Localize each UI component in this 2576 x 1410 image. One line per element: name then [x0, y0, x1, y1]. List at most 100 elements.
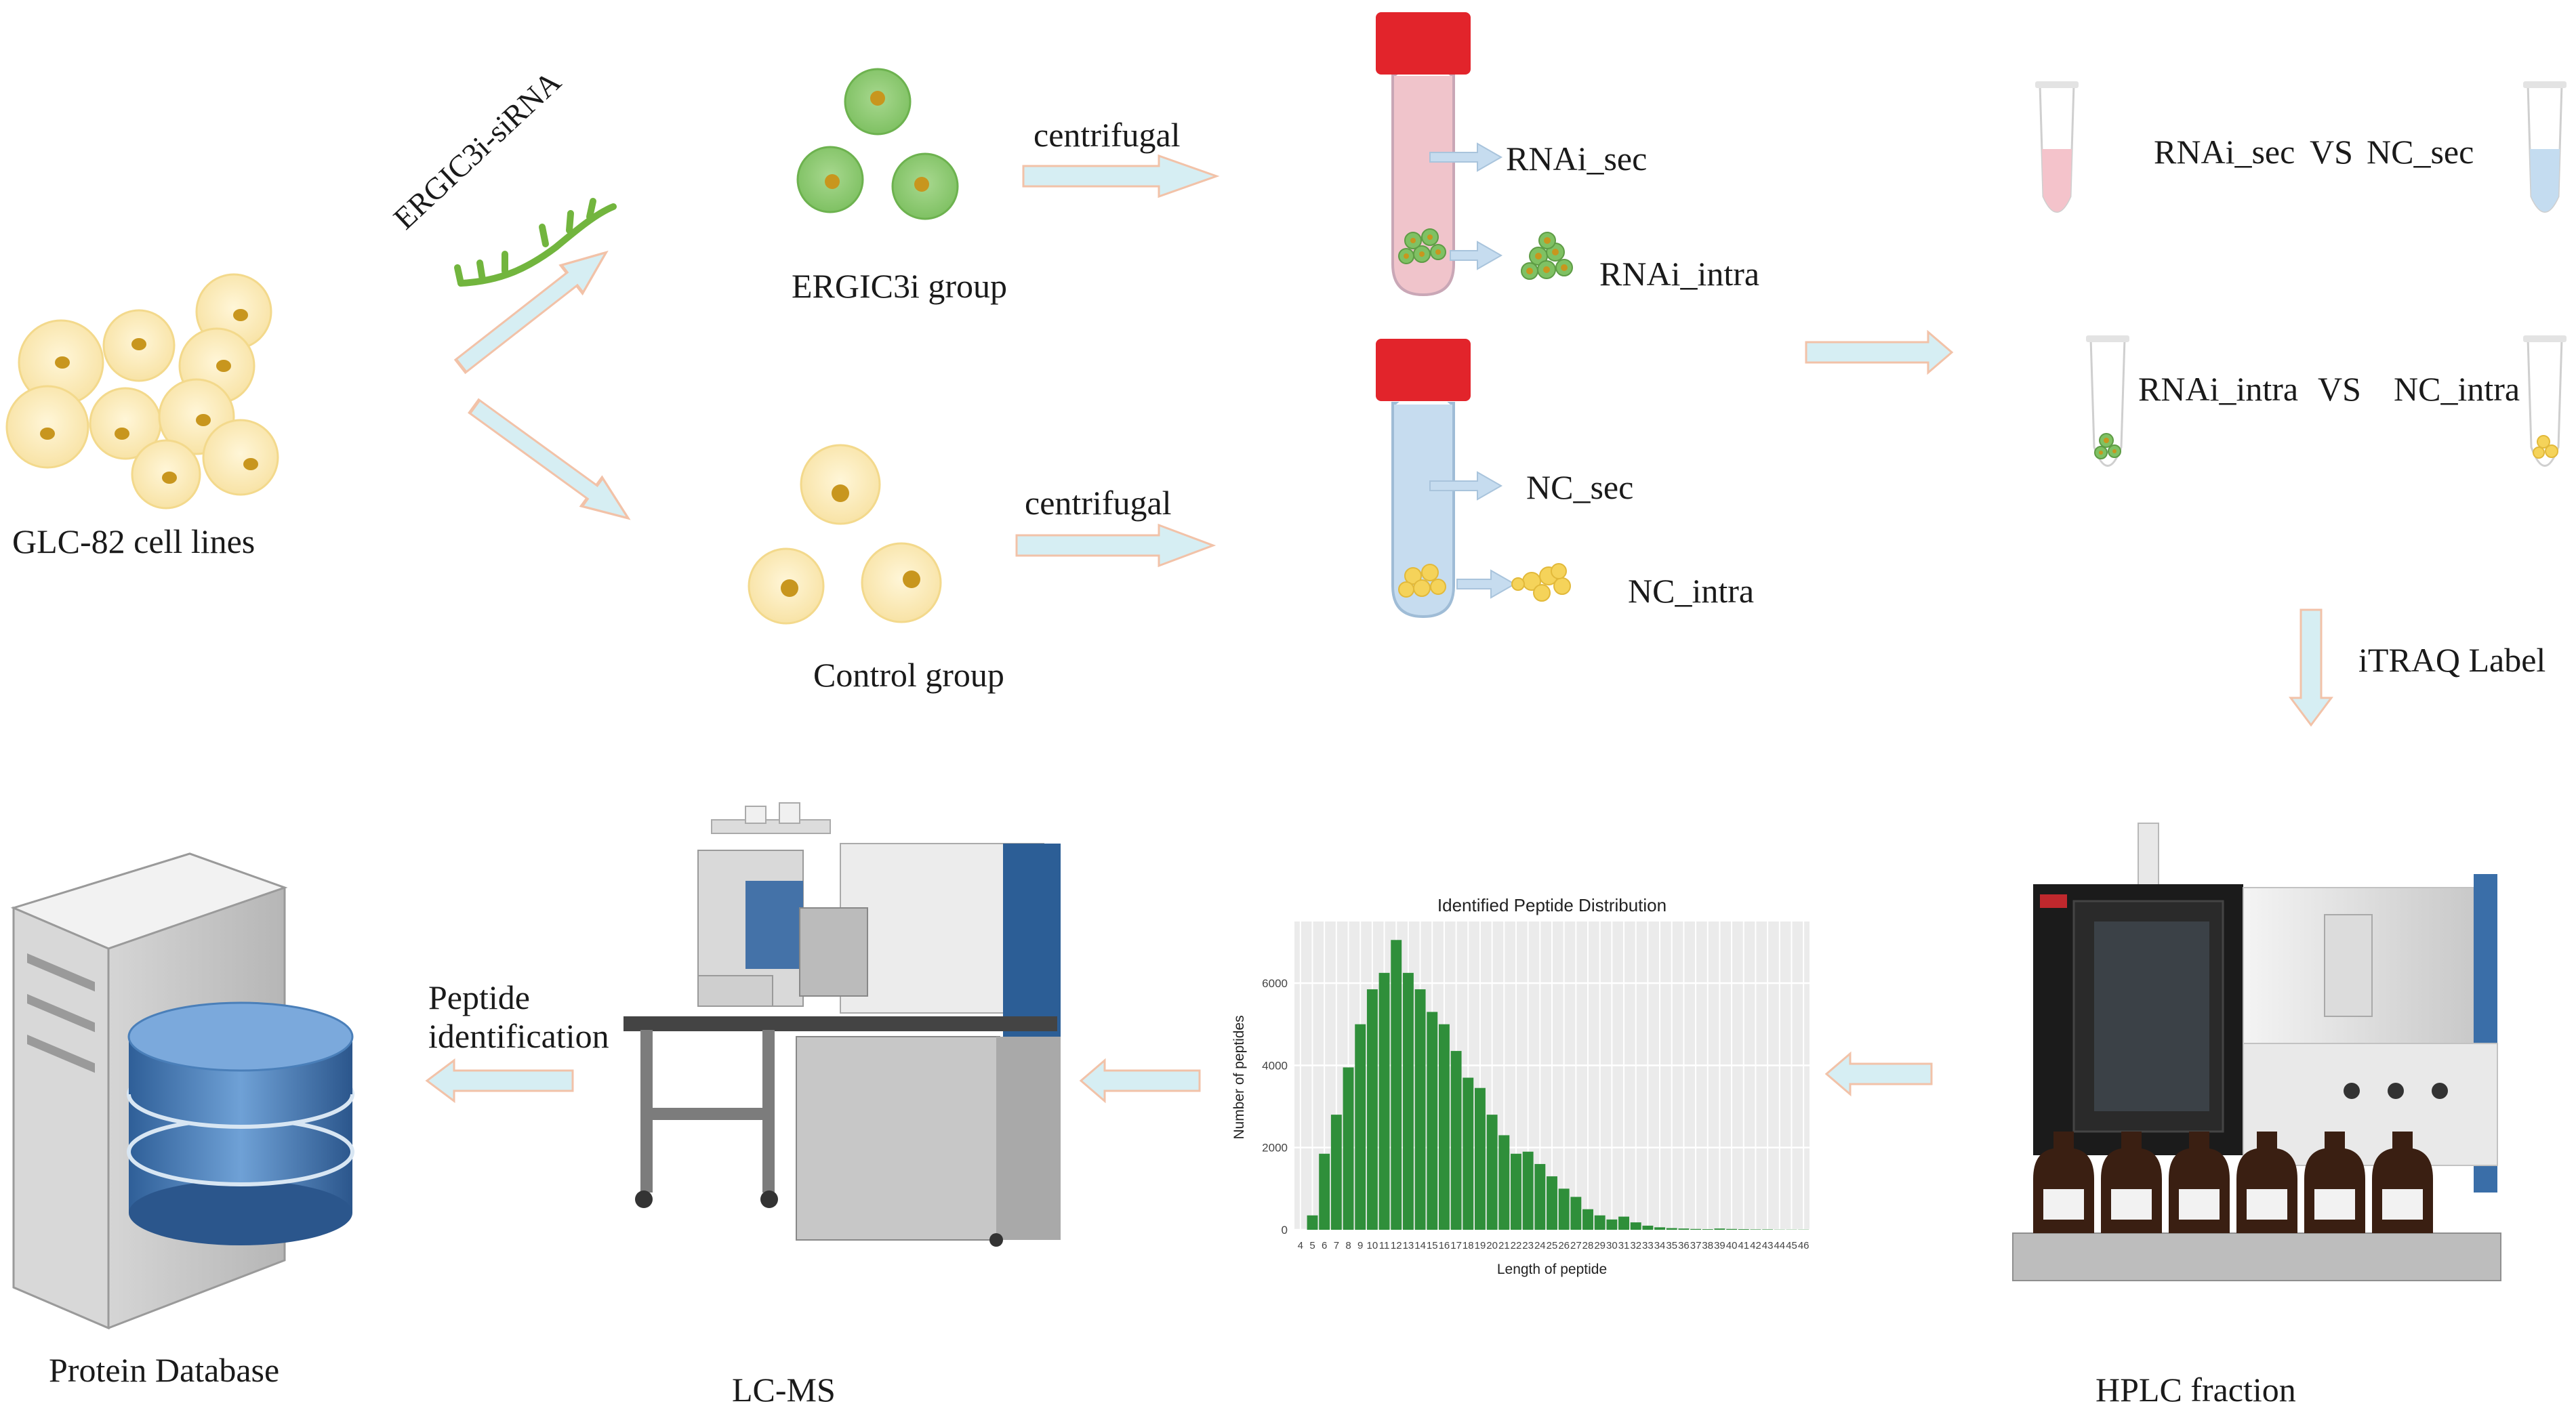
- compare-rnai-sec: RNAi_sec: [2154, 133, 2295, 171]
- label-lcms: LC-MS: [732, 1371, 836, 1409]
- bar-34: [1654, 1227, 1666, 1230]
- x-tick-label: 9: [1357, 1240, 1363, 1251]
- ergic3i-cells: [796, 68, 959, 220]
- y-tick-label: 2000: [1262, 1142, 1288, 1155]
- bar-40: [1726, 1228, 1738, 1230]
- x-tick-label: 7: [1334, 1240, 1339, 1251]
- bar-13: [1402, 972, 1414, 1230]
- bar-11: [1378, 972, 1390, 1230]
- x-tick-label: 29: [1594, 1240, 1606, 1251]
- x-tick-label: 8: [1345, 1240, 1351, 1251]
- x-tick-label: 15: [1427, 1240, 1438, 1251]
- bar-29: [1594, 1215, 1606, 1230]
- arrow-chart-to-lcms: [1079, 1058, 1201, 1104]
- bar-28: [1582, 1209, 1593, 1230]
- compare-vs-1: VS: [2310, 133, 2353, 171]
- compare-nc-sec: NC_sec: [2367, 133, 2474, 171]
- cell-yellow: [18, 319, 104, 406]
- y-tick-label: 6000: [1262, 977, 1288, 990]
- x-tick-label: 39: [1714, 1240, 1725, 1251]
- x-tick-label: 4: [1298, 1240, 1303, 1251]
- bar-21: [1498, 1135, 1510, 1230]
- tube-rnai-intra: [2086, 335, 2129, 467]
- x-tick-label: 28: [1582, 1240, 1594, 1251]
- pellet-yellow: [1398, 564, 1446, 598]
- compare-rnai-intra: RNAi_intra: [2138, 370, 2299, 408]
- bar-12: [1391, 940, 1402, 1230]
- centrifugal-arrow-bottom: [1015, 523, 1217, 568]
- bar-16: [1438, 1024, 1450, 1230]
- arrow-lcms-to-db: [425, 1058, 574, 1103]
- bar-5: [1307, 1215, 1318, 1230]
- cell-yellow: [89, 387, 162, 460]
- y-tick-label: 4000: [1262, 1059, 1288, 1072]
- centrifugal-arrow-top: [1022, 154, 1220, 199]
- label-rnai-sec: RNAi_sec: [1506, 140, 1648, 178]
- bar-33: [1642, 1225, 1654, 1230]
- x-tick-label: 27: [1570, 1240, 1582, 1251]
- arrow-to-comparison: [1805, 329, 1954, 375]
- rnai-intra-cluster: [1521, 232, 1573, 280]
- bar-36: [1678, 1228, 1690, 1230]
- chart-title: Identified Peptide Distribution: [1437, 895, 1667, 915]
- nc-tube: [1376, 339, 1471, 619]
- x-tick-label: 40: [1726, 1240, 1738, 1251]
- label-protein-db: Protein Database: [49, 1351, 280, 1389]
- x-tick-label: 6: [1322, 1240, 1327, 1251]
- bar-42: [1750, 1229, 1761, 1230]
- bar-30: [1606, 1219, 1618, 1230]
- label-itraq: iTRAQ Label: [2358, 641, 2546, 679]
- cell-yellow: [202, 419, 279, 496]
- bar-39: [1714, 1228, 1725, 1230]
- bar-14: [1414, 989, 1426, 1230]
- x-tick-label: 37: [1690, 1240, 1702, 1251]
- x-tick-label: 11: [1379, 1240, 1390, 1251]
- tube-rnai-sec: [2035, 81, 2079, 213]
- chart-bars: [1307, 940, 1810, 1230]
- x-tick-label: 34: [1654, 1240, 1666, 1251]
- glc82-cells: [5, 273, 279, 510]
- x-tick-label: 30: [1606, 1240, 1618, 1251]
- lcms-instrument-icon: [623, 802, 1061, 1247]
- bar-31: [1618, 1216, 1629, 1230]
- compare-vs-2: VS: [2318, 370, 2361, 408]
- arrow-to-control-group: [468, 398, 631, 520]
- bar-32: [1630, 1222, 1641, 1230]
- nc-intra-cluster: [1511, 563, 1571, 602]
- label-hplc: HPLC fraction: [2095, 1371, 2296, 1409]
- bar-38: [1702, 1229, 1713, 1230]
- bar-43: [1762, 1229, 1774, 1230]
- cell-green: [891, 152, 959, 220]
- x-tick-label: 41: [1738, 1240, 1749, 1251]
- bar-10: [1366, 989, 1378, 1230]
- x-tick-label: 20: [1486, 1240, 1498, 1251]
- pellet-green: [1398, 228, 1446, 264]
- x-tick-label: 35: [1666, 1240, 1677, 1251]
- y-tick-label: 0: [1282, 1224, 1288, 1237]
- x-tick-label: 22: [1511, 1240, 1522, 1251]
- cell-yellow: [131, 439, 201, 510]
- label-nc-sec: NC_sec: [1526, 468, 1634, 506]
- x-tick-label: 21: [1498, 1240, 1510, 1251]
- bar-15: [1427, 1012, 1438, 1230]
- arrow-itraq-down: [2289, 608, 2333, 727]
- label-nc-intra: NC_intra: [1628, 572, 1755, 610]
- label-peptide-id-2: identification: [428, 1017, 609, 1055]
- bar-35: [1666, 1228, 1677, 1230]
- bar-19: [1475, 1087, 1486, 1230]
- arrow-to-ergic-group: [453, 250, 609, 375]
- label-glc82: GLC-82 cell lines: [12, 522, 255, 560]
- arrow-nc-intra: [1456, 569, 1517, 599]
- x-tick-label: 33: [1642, 1240, 1654, 1251]
- label-centrifugal-top: centrifugal: [1034, 116, 1181, 154]
- label-control-group: Control group: [813, 656, 1004, 694]
- x-tick-label: 31: [1618, 1240, 1630, 1251]
- label-ergic-group: ERGIC3i group: [792, 267, 1008, 305]
- bottles: [2033, 1132, 2433, 1233]
- database-icon: [127, 1001, 354, 1245]
- bar-9: [1355, 1024, 1366, 1230]
- cell-yellow: [861, 542, 942, 623]
- x-tick-label: 42: [1750, 1240, 1761, 1251]
- chart-x-label: Length of peptide: [1497, 1262, 1607, 1277]
- label-peptide-id-1: Peptide: [428, 978, 530, 1016]
